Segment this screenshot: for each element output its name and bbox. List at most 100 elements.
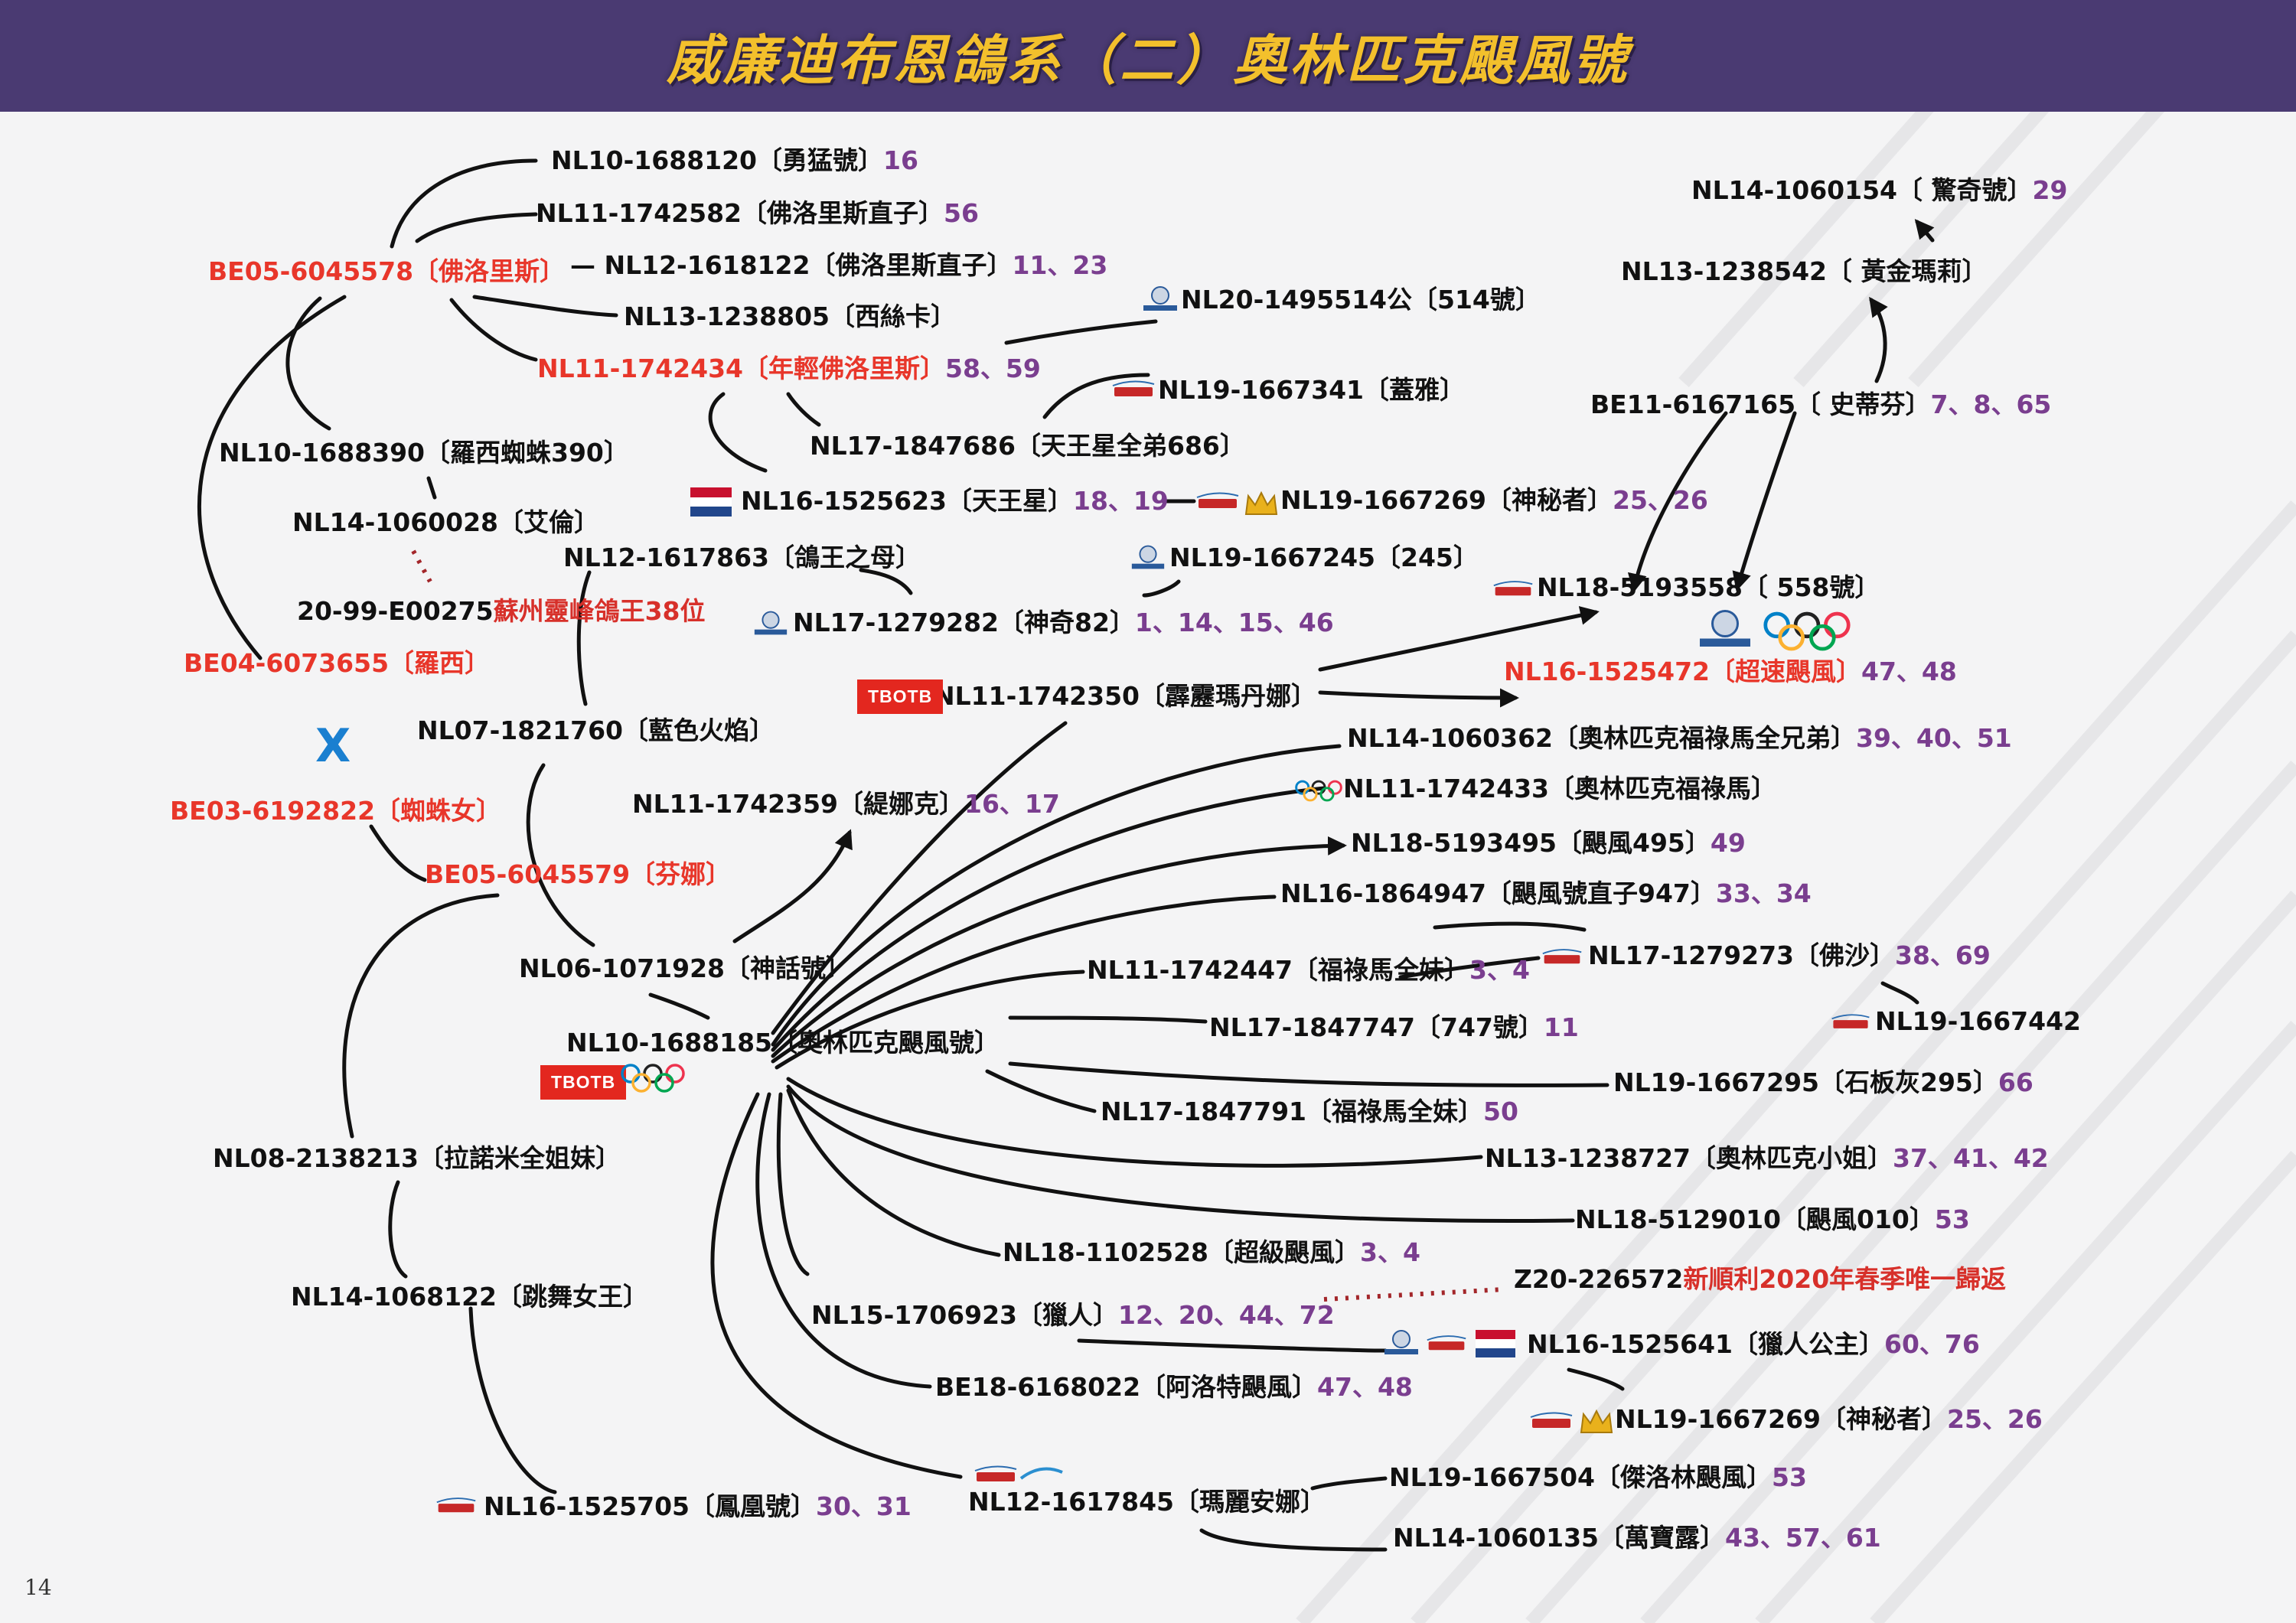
link-n30-n29 [1914, 219, 1935, 243]
link-n24-n32 [1318, 606, 1600, 672]
fci-logo-icon [1700, 610, 1750, 647]
link-n18-n19 [648, 992, 710, 1020]
netherlands-flag-icon [1476, 1330, 1515, 1357]
link-n03-n13 [197, 295, 347, 660]
link-n14-n18 [526, 763, 595, 947]
pedigree-node-n35: NL11-1742433〔奧林匹克福祿馬〕 [1343, 774, 1776, 803]
link-n24-n33 [1318, 688, 1519, 708]
link-n31-n32b [1732, 411, 1797, 592]
pedigree-node-n39: NL11-1742447〔福祿馬全妹〕3、4 [1087, 955, 1530, 985]
link-n06-n10 [708, 392, 768, 473]
link-n09-note1 [411, 549, 432, 583]
pedigree-node-n13: BE04-6073655〔羅西〕 [184, 648, 491, 678]
pedigree-node-n38: NL17-1279273〔佛沙〕38、69 [1588, 940, 1991, 970]
link-n47-n48 [1077, 1338, 1388, 1353]
pedigree-node-n23: NL12-1617845〔瑪麗安娜〕 [968, 1487, 1326, 1517]
pedigree-node-n12: NL17-1279282〔神奇82〕1、14、15、46 [793, 608, 1334, 637]
whzb-logo-icon [1427, 1335, 1466, 1351]
pedigree-node-n14: NL07-1821760〔藍色火焰〕 [417, 715, 775, 745]
link-n17-n20 [342, 893, 500, 1139]
pedigree-node-n42: NL19-1667295〔石板灰295〕66 [1613, 1067, 2033, 1097]
link-n19-n24 [771, 721, 1068, 1035]
link-n19-n41 [1008, 1015, 1208, 1024]
link-n26-n10 [1042, 373, 1150, 419]
pedigree-node-n30: NL13-1238542〔 黃金瑪莉〕 [1621, 256, 1988, 286]
netherlands-flag-icon [690, 487, 732, 517]
pedigree-node-n47: NL15-1706923〔獵人〕12、20、44、72 [811, 1300, 1335, 1330]
link-n19-n46 [786, 1088, 1001, 1257]
whzb-logo-icon [1112, 380, 1155, 396]
link-n47-note2 [1323, 1287, 1505, 1302]
pedigree-node-n15: BE03-6192822〔蜘蛛女〕 [170, 796, 502, 826]
pedigree-node-n20: NL08-2138213〔拉諾米全姐妹〕 [213, 1143, 621, 1173]
link-n31-n32a [1627, 411, 1728, 593]
link-n19-n23 [710, 1092, 963, 1479]
pedigree-node-n50: NL19-1667269〔神秘者〕25、26 [1615, 1404, 2043, 1434]
link-n19-n42 [1008, 1061, 1609, 1087]
crown-icon [1580, 1409, 1613, 1433]
pedigree-node-n18: NL06-1071928〔神話號〕 [519, 953, 851, 983]
link-n39-n38 [1398, 956, 1541, 979]
olympic-rings-icon [621, 1064, 685, 1093]
pedigree-node-n06: NL11-1742434〔年輕佛洛里斯〕58、59 [537, 354, 1041, 383]
link-n19-n34 [771, 744, 1342, 1047]
pedigree-node-n28: NL19-1667245〔245〕 [1169, 543, 1479, 572]
whzb-logo-icon [436, 1498, 476, 1513]
pedigree-node-n40: NL19-1667442 [1875, 1006, 2081, 1036]
link-n20-n21 [388, 1180, 408, 1279]
achievement-note-1: 20-99-E00275蘇州靈峰鴿王38位 [297, 596, 706, 626]
pedigree-node-n52: NL14-1060135〔萬寶露〕43、57、61 [1393, 1523, 1881, 1553]
pedigree-node-n43: NL17-1847791〔福祿馬全妹〕50 [1101, 1097, 1518, 1126]
pedigree-node-n03: BE05-6045578〔佛洛里斯〕 [208, 256, 566, 286]
olympic-rings-icon [1295, 780, 1342, 802]
pedigree-node-n37: NL16-1864947〔颶風號直子947〕33、34 [1280, 878, 1812, 908]
pedigree-node-n10: NL16-1525623〔天王星〕18、19 [741, 486, 1169, 516]
pedigree-node-n51: NL19-1667504〔傑洛林颶風〕53 [1389, 1462, 1807, 1492]
link-n18-n16 [732, 829, 853, 943]
pedigree-node-n17: BE05-6045579〔芬娜〕 [425, 859, 732, 889]
link-n19-n47 [776, 1092, 810, 1276]
olympic-rings-icon [1763, 611, 1851, 651]
whzb-logo-icon [1196, 492, 1239, 508]
pedigree-node-n31: BE11-6167165〔 史蒂芬〕7、8、65 [1590, 389, 2052, 419]
link-n03-n01 [390, 158, 538, 249]
pedigree-node-n08: NL10-1688390〔羅西蜘蛛390〕 [219, 438, 629, 468]
link-n06-n07 [786, 392, 821, 427]
fci-logo-icon [1384, 1330, 1418, 1354]
pedigree-node-n33: NL16-1525472〔超速颶風〕47、48 [1504, 657, 1957, 686]
link-n03-n06 [449, 298, 538, 362]
pedigree-node-n24: NL11-1742350〔霹靂瑪丹娜〕 [934, 681, 1316, 711]
whzb-logo-icon [1530, 1412, 1573, 1428]
fci-logo-icon [1143, 286, 1177, 311]
link-n38-n40 [1880, 981, 1919, 1005]
pedigree-node-n19: NL10-1688185〔奧林匹克颶風號〕 [566, 1028, 1000, 1058]
link-n19-n35 [771, 786, 1326, 1052]
pedigree-node-n01: NL10-1688120〔勇猛號〕16 [551, 145, 918, 175]
fci-logo-icon [754, 611, 788, 635]
link-n23-n52 [1199, 1528, 1388, 1552]
link-n03-n05 [472, 295, 618, 318]
pedigree-node-n05: NL13-1238805〔西絲卡〕 [624, 301, 956, 331]
link-n28-n12 [1142, 579, 1181, 598]
pedigree-node-n11: NL12-1617863〔鴿王之母〕 [563, 543, 921, 572]
pedigree-node-n41: NL17-1847747〔747號〕11 [1209, 1012, 1579, 1042]
page-title: 威廉迪布恩鴿系（二）奧林匹克颶風號 [667, 28, 1629, 92]
link-n19-n45 [786, 1084, 1575, 1224]
link-n31-n30 [1869, 296, 1888, 383]
link-n19-n49 [755, 1092, 932, 1389]
pedigree-node-n22: NL16-1525705〔鳳凰號〕30、31 [484, 1491, 912, 1521]
pedigree-node-n04: — NL12-1618122〔佛洛里斯直子〕11、23 [570, 250, 1108, 280]
link-n19-n39 [775, 970, 1085, 1070]
pedigree-node-n21: NL14-1068122〔跳舞女王〕 [291, 1282, 648, 1312]
pedigree-node-n46: NL18-1102528〔超級颶風〕3、4 [1003, 1237, 1420, 1267]
pedigree-node-n32: NL18-5193558〔 558號〕 [1537, 572, 1880, 602]
whzb-logo-icon [1542, 949, 1582, 964]
pedigree-node-n36: NL18-5193495〔颶風495〕49 [1351, 828, 1746, 858]
achievement-note-2: Z20-226572新順利2020年春季唯一歸返 [1514, 1264, 2007, 1294]
pedigree-node-n25: NL20-1495514公〔514號〕 [1181, 285, 1541, 314]
crown-icon [1244, 490, 1278, 515]
pedigree-node-n29: NL14-1060154〔 驚奇號〕29 [1691, 175, 2068, 205]
link-n19-n44 [786, 1077, 1483, 1168]
link-n19-n37 [771, 895, 1277, 1064]
